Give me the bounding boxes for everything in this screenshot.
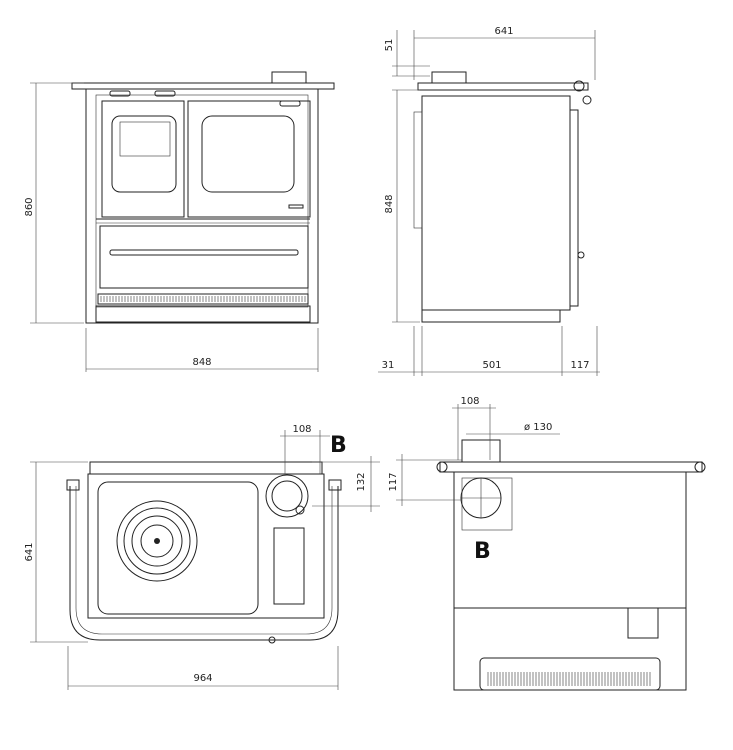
plan-rail-bracket-left: [66, 479, 80, 491]
front-flue-collar: [271, 71, 307, 84]
plan-front-knob: [268, 636, 276, 644]
dim-rear-flue-width: 108: [460, 396, 479, 407]
side-dims: 641 51 848 31 501 117: [378, 26, 600, 376]
rear-flue-collar: [461, 439, 501, 463]
plan-rear-strip: [89, 461, 323, 475]
dim-side-height: 848: [384, 194, 395, 213]
side-view: [413, 71, 592, 323]
side-rail-knob-low: [577, 251, 585, 259]
dim-side-bottom-right: 117: [570, 360, 589, 371]
dim-plan-depth: 641: [24, 542, 35, 561]
plan-hotplate-center: [154, 538, 160, 544]
plan-view: B: [66, 433, 347, 644]
front-view: [71, 71, 335, 324]
front-handle-2: [154, 90, 176, 97]
side-body: [421, 95, 571, 311]
side-plinth: [421, 309, 561, 323]
oven-window: [201, 115, 295, 193]
plan-flue-outer: [265, 474, 309, 518]
plan-handrail-inner: [75, 486, 333, 635]
rear-top-plate: [439, 461, 703, 473]
front-body: [85, 88, 319, 324]
rear-flue-panel: [461, 477, 513, 531]
dim-plan-flue-offset: 132: [356, 472, 367, 491]
plan-flue-knob: [295, 505, 305, 515]
plan-hotplate-ring-4: [140, 524, 174, 558]
rear-rail-end-left: [436, 461, 448, 473]
side-rail-knob: [582, 95, 592, 105]
rear-rail-end-right: [694, 461, 706, 473]
front-handle-oven: [279, 100, 301, 107]
drawer-handle: [109, 249, 299, 256]
outlet-label-plan: B: [330, 433, 347, 458]
firebox-glass-detail: [119, 121, 171, 157]
front-grille-slots: [100, 296, 306, 302]
plan-hotplate-ring-3: [131, 515, 183, 567]
rear-body: [453, 471, 687, 691]
plan-hob: [87, 473, 325, 619]
front-handle-1: [109, 90, 131, 97]
plan-side-lid: [273, 527, 305, 605]
dim-plan-flue-width: 108: [292, 424, 311, 435]
dim-front-height: 860: [24, 197, 35, 216]
dim-front-width: 848: [192, 357, 211, 368]
side-front-door-edge: [413, 111, 423, 229]
dim-side-bottom-mid: 501: [482, 360, 501, 371]
front-top-plate: [71, 82, 335, 90]
rear-dims: 108 ø 130 117: [388, 396, 560, 506]
plan-rail-bracket-right: [328, 479, 342, 491]
rear-view: B: [436, 439, 706, 691]
oven-door: [187, 100, 311, 218]
plan-hotplate-ring-2: [123, 507, 191, 575]
dim-side-top-offset: 51: [384, 39, 395, 52]
side-top-plate: [417, 82, 589, 91]
side-rail-end-top: [573, 80, 585, 92]
front-grille: [97, 293, 309, 305]
front-inner-frame: [95, 94, 309, 308]
outlet-label-rear: B: [474, 539, 491, 564]
dim-side-top-width: 641: [494, 26, 513, 37]
plan-dims: 108 132 641 964: [24, 424, 380, 690]
firebox-door: [101, 100, 185, 218]
drawer: [99, 225, 309, 289]
dim-side-bottom-left: 31: [382, 360, 395, 371]
side-flue-collar: [431, 71, 467, 84]
firebox-window: [111, 115, 177, 193]
oven-thermometer: [288, 204, 304, 209]
rear-grille-slots: [487, 672, 651, 686]
dim-rear-flue-diameter: ø 130: [524, 422, 552, 433]
plan-flue-inner: [271, 480, 303, 512]
dim-plan-width: 964: [193, 673, 212, 684]
front-plinth: [95, 305, 311, 323]
side-rail-bar: [569, 109, 579, 307]
rear-grille: [479, 657, 661, 691]
plan-handrail: [69, 486, 339, 641]
plan-hotplate-ring-1: [116, 500, 198, 582]
plan-cooking-plate: [97, 481, 259, 615]
front-dims: 860 848: [24, 82, 319, 372]
rear-access-plate: [627, 607, 659, 639]
dim-rear-flue-height: 117: [388, 472, 399, 491]
